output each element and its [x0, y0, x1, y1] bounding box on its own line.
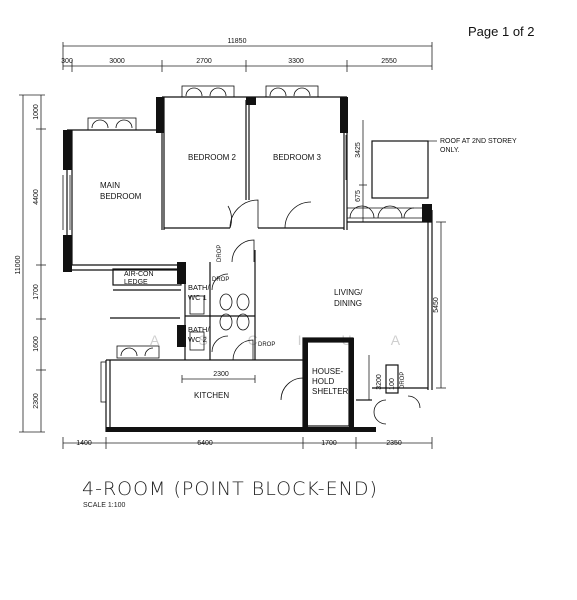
drop-label-3: DROP: [258, 342, 275, 348]
bottom-dim-2350: 2350: [386, 440, 402, 447]
aircon-label-1: AIR-CON: [124, 271, 154, 278]
top-dim-3000: 3000: [109, 58, 125, 65]
main-bedroom-label-2: BEDROOM: [100, 192, 142, 201]
drop-label-4: DROP: [400, 372, 406, 389]
top-dim-2700: 2700: [196, 58, 212, 65]
top-dim-3300: 3300: [288, 58, 304, 65]
windows: [62, 85, 422, 403]
top-dim-300: 300: [61, 58, 73, 65]
bottom-dim-6400: 6400: [197, 440, 213, 447]
left-dim-1000: 1000: [33, 104, 40, 120]
bottom-dim-1700: 1700: [321, 440, 337, 447]
left-dim-2300: 2300: [33, 393, 40, 409]
bath-fixtures: [189, 293, 250, 351]
kitchen-label: KITCHEN: [194, 391, 229, 400]
shelter-label-2: HOLD: [312, 377, 334, 386]
door-swings: [211, 199, 421, 425]
bath1-label-2: WC 1: [188, 293, 207, 302]
living-label-2: DINING: [334, 299, 362, 308]
right-dim-675: 675: [355, 190, 362, 202]
overall-depth-label: 11000: [15, 255, 22, 274]
right-dim-3200: 3200: [376, 374, 383, 390]
left-dim-4400: 4400: [33, 189, 40, 205]
top-dim-2550: 2550: [381, 58, 397, 65]
main-bedroom-label-1: MAIN: [100, 181, 120, 190]
drop-label-2: DROP: [212, 277, 229, 283]
bath1-label-1: BATH/: [188, 283, 210, 292]
kitchen-dim-2300: 2300: [213, 371, 229, 378]
right-dim-100: 100: [389, 378, 396, 390]
structural-columns: [63, 97, 432, 432]
bath2-label-2: WC 2: [188, 335, 207, 344]
right-dim-3425: 3425: [355, 142, 362, 158]
page-indicator: Page 1 of 2: [468, 24, 535, 39]
shelter-label-1: HOUSE-: [312, 367, 343, 376]
roof-note-line2: ONLY.: [440, 147, 460, 154]
bath2-label-1: BATH/: [188, 325, 210, 334]
bedroom3-label: BEDROOM 3: [273, 153, 322, 162]
plan-title: 4-ROOM (POINT BLOCK-END): [82, 478, 378, 500]
dimension-lines: [19, 42, 446, 449]
aircon-label-2: LEDGE: [124, 279, 148, 286]
right-dim-5450: 5450: [433, 297, 440, 313]
left-dim-1600: 1600: [33, 336, 40, 352]
plan-scale: SCALE 1:100: [83, 502, 126, 509]
watermark: A S C I U A: [150, 332, 418, 348]
bottom-dim-1400: 1400: [76, 440, 92, 447]
shelter-label-3: SHELTER: [312, 387, 349, 396]
living-label-1: LIVING/: [334, 288, 363, 297]
roof-note-line1: ROOF AT 2ND STOREY: [440, 138, 517, 145]
left-dim-1700: 1700: [33, 284, 40, 300]
bedroom2-label: BEDROOM 2: [188, 153, 237, 162]
drop-label-1: DROP: [217, 245, 223, 262]
overall-width-label: 11850: [228, 38, 247, 45]
